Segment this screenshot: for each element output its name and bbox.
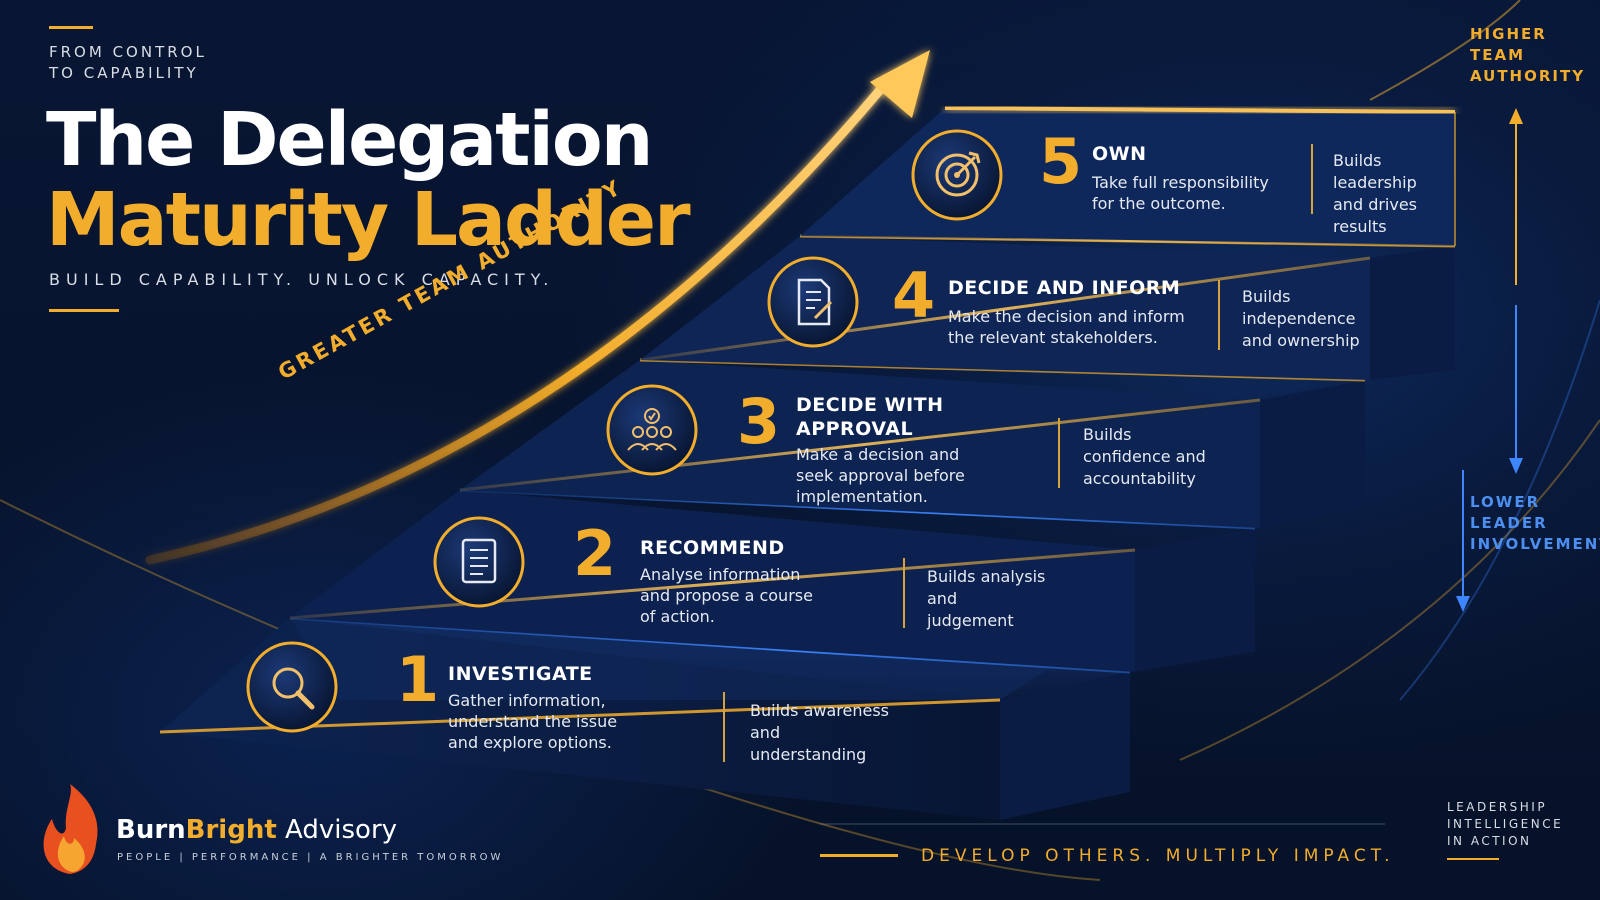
step-description-2: Analyse information and propose a course… [640,565,813,626]
eyebrow-text: FROM CONTROL TO CAPABILITY [49,43,207,82]
tagline-accent-bar [49,309,119,312]
page-title-line-2: Maturity Ladder [46,177,691,263]
authority-arrow-up [1509,108,1523,285]
step-title-2: RECOMMEND [640,537,785,559]
step-description-1: Gather information, understand the issue… [448,691,618,752]
lower-involvement-label: LOWER LEADER INVOLVEMENT [1470,493,1600,553]
step-title-3: DECIDE WITH APPROVAL [796,394,944,440]
step-separator-2 [903,558,905,628]
step-separator-1 [723,692,725,762]
step-outcome-2: Builds analysis and judgement [927,567,1046,630]
document-icon [433,516,525,608]
higher-authority-label: HIGHER TEAM AUTHORITY [1470,25,1586,85]
step-title-4: DECIDE AND INFORM [948,277,1181,299]
step-outcome-5: Builds leadership and drives results [1333,151,1418,236]
page-title-line-1: The Delegation [46,97,653,183]
eyebrow-accent-bar [49,26,93,29]
step-number-5: 5 [1039,125,1083,198]
step-outcome-4: Builds independence and ownership [1242,287,1360,350]
brand-name-part-2: Bright [185,815,277,845]
corner-tagline: LEADERSHIP INTELLIGENCE IN ACTION [1447,800,1564,848]
brand-subtitle: PEOPLE | PERFORMANCE | A BRIGHTER TOMORR… [117,852,504,863]
team-check-icon [606,384,698,476]
step-title-1: INVESTIGATE [448,663,593,685]
step-number-2: 2 [573,517,617,590]
step-number-1: 1 [396,643,440,716]
step-title-5: OWN [1092,143,1147,165]
step-description-3: Make a decision and seek approval before… [796,445,965,506]
magnifier-icon [246,641,338,733]
step-outcome-3: Builds confidence and accountability [1083,425,1206,488]
tagline: BUILD CAPABILITY. UNLOCK CAPACITY. [49,270,555,289]
step-description-5: Take full responsibility for the outcome… [1092,173,1269,213]
involvement-arrow-down [1456,305,1523,612]
step-outcome-1: Builds awareness and understanding [750,701,890,764]
flame-icon [43,784,98,874]
corner-accent-bar [1447,858,1499,860]
step-number-4: 4 [892,259,936,332]
step-separator-4 [1218,280,1220,350]
brand-name-part-1: Burn [116,815,186,845]
growth-arrow [145,50,930,565]
brand-name: BurnBright Advisory [116,815,397,845]
step-separator-3 [1058,418,1060,488]
signed-document-icon [767,256,859,348]
target-icon [911,129,1003,221]
step-separator-5 [1311,144,1313,214]
step-description-4: Make the decision and inform the relevan… [948,307,1185,347]
footer-motto: DEVELOP OTHERS. MULTIPLY IMPACT. [921,846,1395,866]
step-number-3: 3 [737,385,781,458]
brand-name-part-3: Advisory [276,815,398,845]
footer-accent-bar [820,854,898,857]
